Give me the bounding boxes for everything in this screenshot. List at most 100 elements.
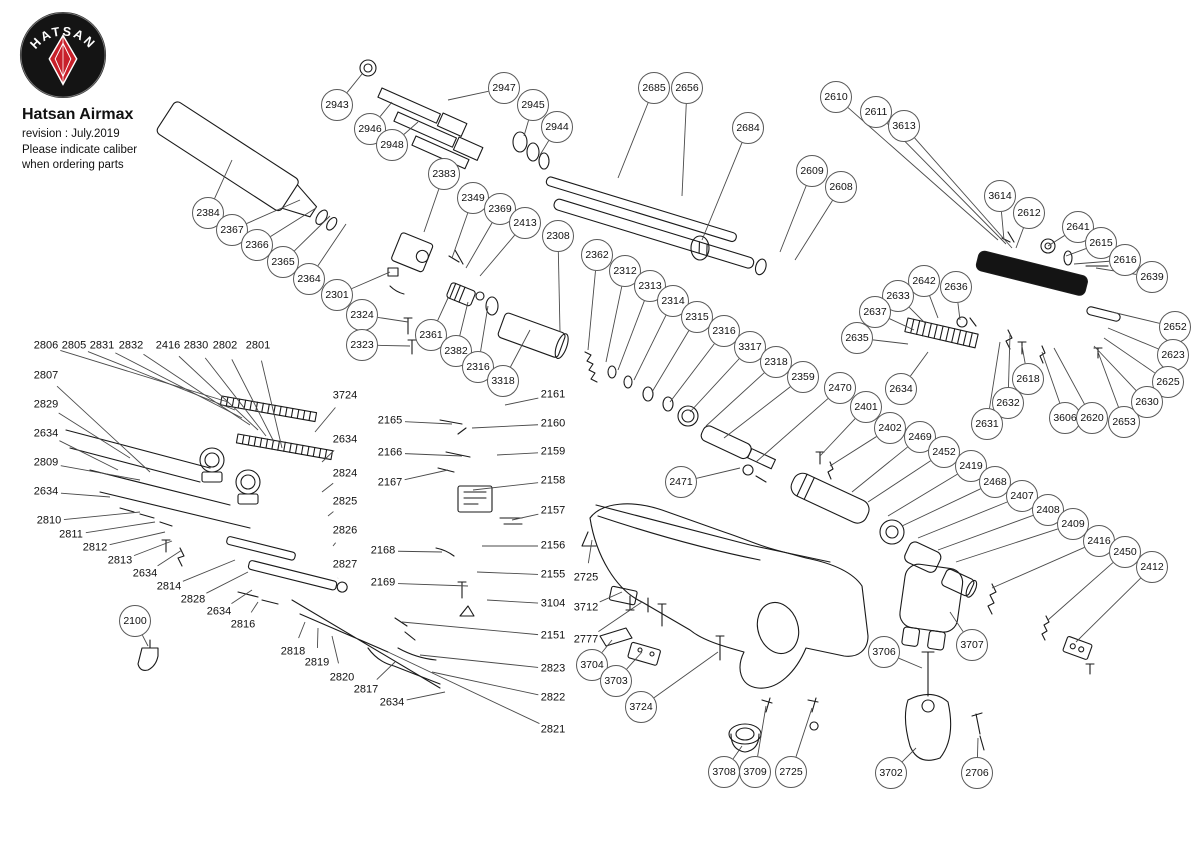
caliber-note-line1: Please indicate caliber xyxy=(22,143,138,156)
part-label-2169: 2169 xyxy=(370,576,396,589)
part-label-2813: 2813 xyxy=(107,554,133,567)
part-label-2166: 2166 xyxy=(377,446,403,459)
part-callout-2402: 2402 xyxy=(874,412,906,444)
part-label-2160: 2160 xyxy=(540,417,566,430)
part-callout-2100: 2100 xyxy=(119,605,151,637)
part-callout-2636: 2636 xyxy=(940,271,972,303)
part-callout-2412: 2412 xyxy=(1136,551,1168,583)
part-label-2157: 2157 xyxy=(540,504,566,517)
part-callout-2943: 2943 xyxy=(321,89,353,121)
part-callout-2945: 2945 xyxy=(517,89,549,121)
part-label-2832: 2832 xyxy=(118,339,144,352)
part-label-2801: 2801 xyxy=(245,339,271,352)
part-callout-2419: 2419 xyxy=(955,450,987,482)
part-label-2777: 2777 xyxy=(573,633,599,646)
part-label-2825: 2825 xyxy=(332,495,358,508)
part-label-2814: 2814 xyxy=(156,580,182,593)
part-label-2812: 2812 xyxy=(82,541,108,554)
part-callout-3708: 3708 xyxy=(708,756,740,788)
part-label-2156: 2156 xyxy=(540,539,566,552)
part-callout-2323: 2323 xyxy=(346,329,378,361)
part-callout-2684: 2684 xyxy=(732,112,764,144)
part-label-2823: 2823 xyxy=(540,662,566,675)
part-callout-2656: 2656 xyxy=(671,72,703,104)
part-label-2151: 2151 xyxy=(540,629,566,642)
part-label-2828: 2828 xyxy=(180,593,206,606)
part-label-2822: 2822 xyxy=(540,691,566,704)
part-callout-2468: 2468 xyxy=(979,466,1011,498)
part-label-2416: 2416 xyxy=(155,339,181,352)
part-label-2824: 2824 xyxy=(332,467,358,480)
title-block: Hatsan Airmax revision : July.2019 Pleas… xyxy=(22,106,137,174)
part-callout-2706: 2706 xyxy=(961,757,993,789)
part-label-2634: 2634 xyxy=(332,433,358,446)
part-callout-2635: 2635 xyxy=(841,322,873,354)
part-label-2168: 2168 xyxy=(370,544,396,557)
part-callout-3709: 3709 xyxy=(739,756,771,788)
part-callout-2450: 2450 xyxy=(1109,536,1141,568)
caliber-note-line2: when ordering parts xyxy=(22,159,124,172)
part-label-2158: 2158 xyxy=(540,474,566,487)
part-label-2827: 2827 xyxy=(332,558,358,571)
part-label-2811: 2811 xyxy=(59,528,83,541)
part-callout-2609: 2609 xyxy=(796,155,828,187)
part-callout-3706: 3706 xyxy=(868,636,900,668)
part-label-2725: 2725 xyxy=(573,571,599,584)
part-label-2167: 2167 xyxy=(377,476,403,489)
part-label-2829: 2829 xyxy=(33,398,59,411)
part-label-2155: 2155 xyxy=(540,568,566,581)
part-label-2806: 2806 xyxy=(33,339,59,352)
part-callout-2314: 2314 xyxy=(657,285,689,317)
part-callout-3724: 3724 xyxy=(625,691,657,723)
part-callout-2365: 2365 xyxy=(267,246,299,278)
part-callout-2634: 2634 xyxy=(885,373,917,405)
part-label-2809: 2809 xyxy=(33,456,59,469)
part-label-2159: 2159 xyxy=(540,445,566,458)
hatsan-logo-graphic: HATSAN xyxy=(19,11,107,99)
part-label-2634: 2634 xyxy=(132,567,158,580)
part-label-2816: 2816 xyxy=(230,618,256,631)
part-callout-2637: 2637 xyxy=(859,296,891,328)
part-callout-2324: 2324 xyxy=(346,299,378,331)
part-callout-2349: 2349 xyxy=(457,182,489,214)
part-label-2634: 2634 xyxy=(379,696,405,709)
part-label-3712: 3712 xyxy=(573,601,599,614)
part-label-2634: 2634 xyxy=(33,485,59,498)
part-callout-2639: 2639 xyxy=(1136,261,1168,293)
part-callout-2470: 2470 xyxy=(824,372,856,404)
part-label-2830: 2830 xyxy=(183,339,209,352)
part-callout-2947: 2947 xyxy=(488,72,520,104)
part-label-2818: 2818 xyxy=(280,645,306,658)
part-callout-3318: 3318 xyxy=(487,365,519,397)
part-label-2810: 2810 xyxy=(36,514,62,527)
part-callout-2318: 2318 xyxy=(760,346,792,378)
part-callout-2620: 2620 xyxy=(1076,402,1108,434)
part-callout-2359: 2359 xyxy=(787,361,819,393)
part-label-2634: 2634 xyxy=(206,605,232,618)
part-callout-2452: 2452 xyxy=(928,436,960,468)
revision-text: revision : July.2019 xyxy=(22,128,120,140)
part-label-2826: 2826 xyxy=(332,524,358,537)
part-callout-3702: 3702 xyxy=(875,757,907,789)
part-label-2161: 2161 xyxy=(540,388,566,401)
hatsan-logo: HATSAN xyxy=(18,10,108,105)
part-label-3104: 3104 xyxy=(540,597,566,610)
part-label-2634: 2634 xyxy=(33,427,59,440)
part-callout-2725: 2725 xyxy=(775,756,807,788)
page-title: Hatsan Airmax xyxy=(22,106,134,123)
part-label-2802: 2802 xyxy=(212,339,238,352)
part-label-2817: 2817 xyxy=(353,683,379,696)
part-label-2831: 2831 xyxy=(89,339,115,352)
part-label-2821: 2821 xyxy=(540,723,566,736)
part-callout-2685: 2685 xyxy=(638,72,670,104)
part-callout-2631: 2631 xyxy=(971,408,1003,440)
part-label-2805: 2805 xyxy=(61,339,87,352)
part-callout-2610: 2610 xyxy=(820,81,852,113)
part-callout-2413: 2413 xyxy=(509,207,541,239)
part-callout-2315: 2315 xyxy=(681,301,713,333)
part-callout-2364: 2364 xyxy=(293,263,325,295)
part-callout-2471: 2471 xyxy=(665,466,697,498)
part-callout-3707: 3707 xyxy=(956,629,988,661)
